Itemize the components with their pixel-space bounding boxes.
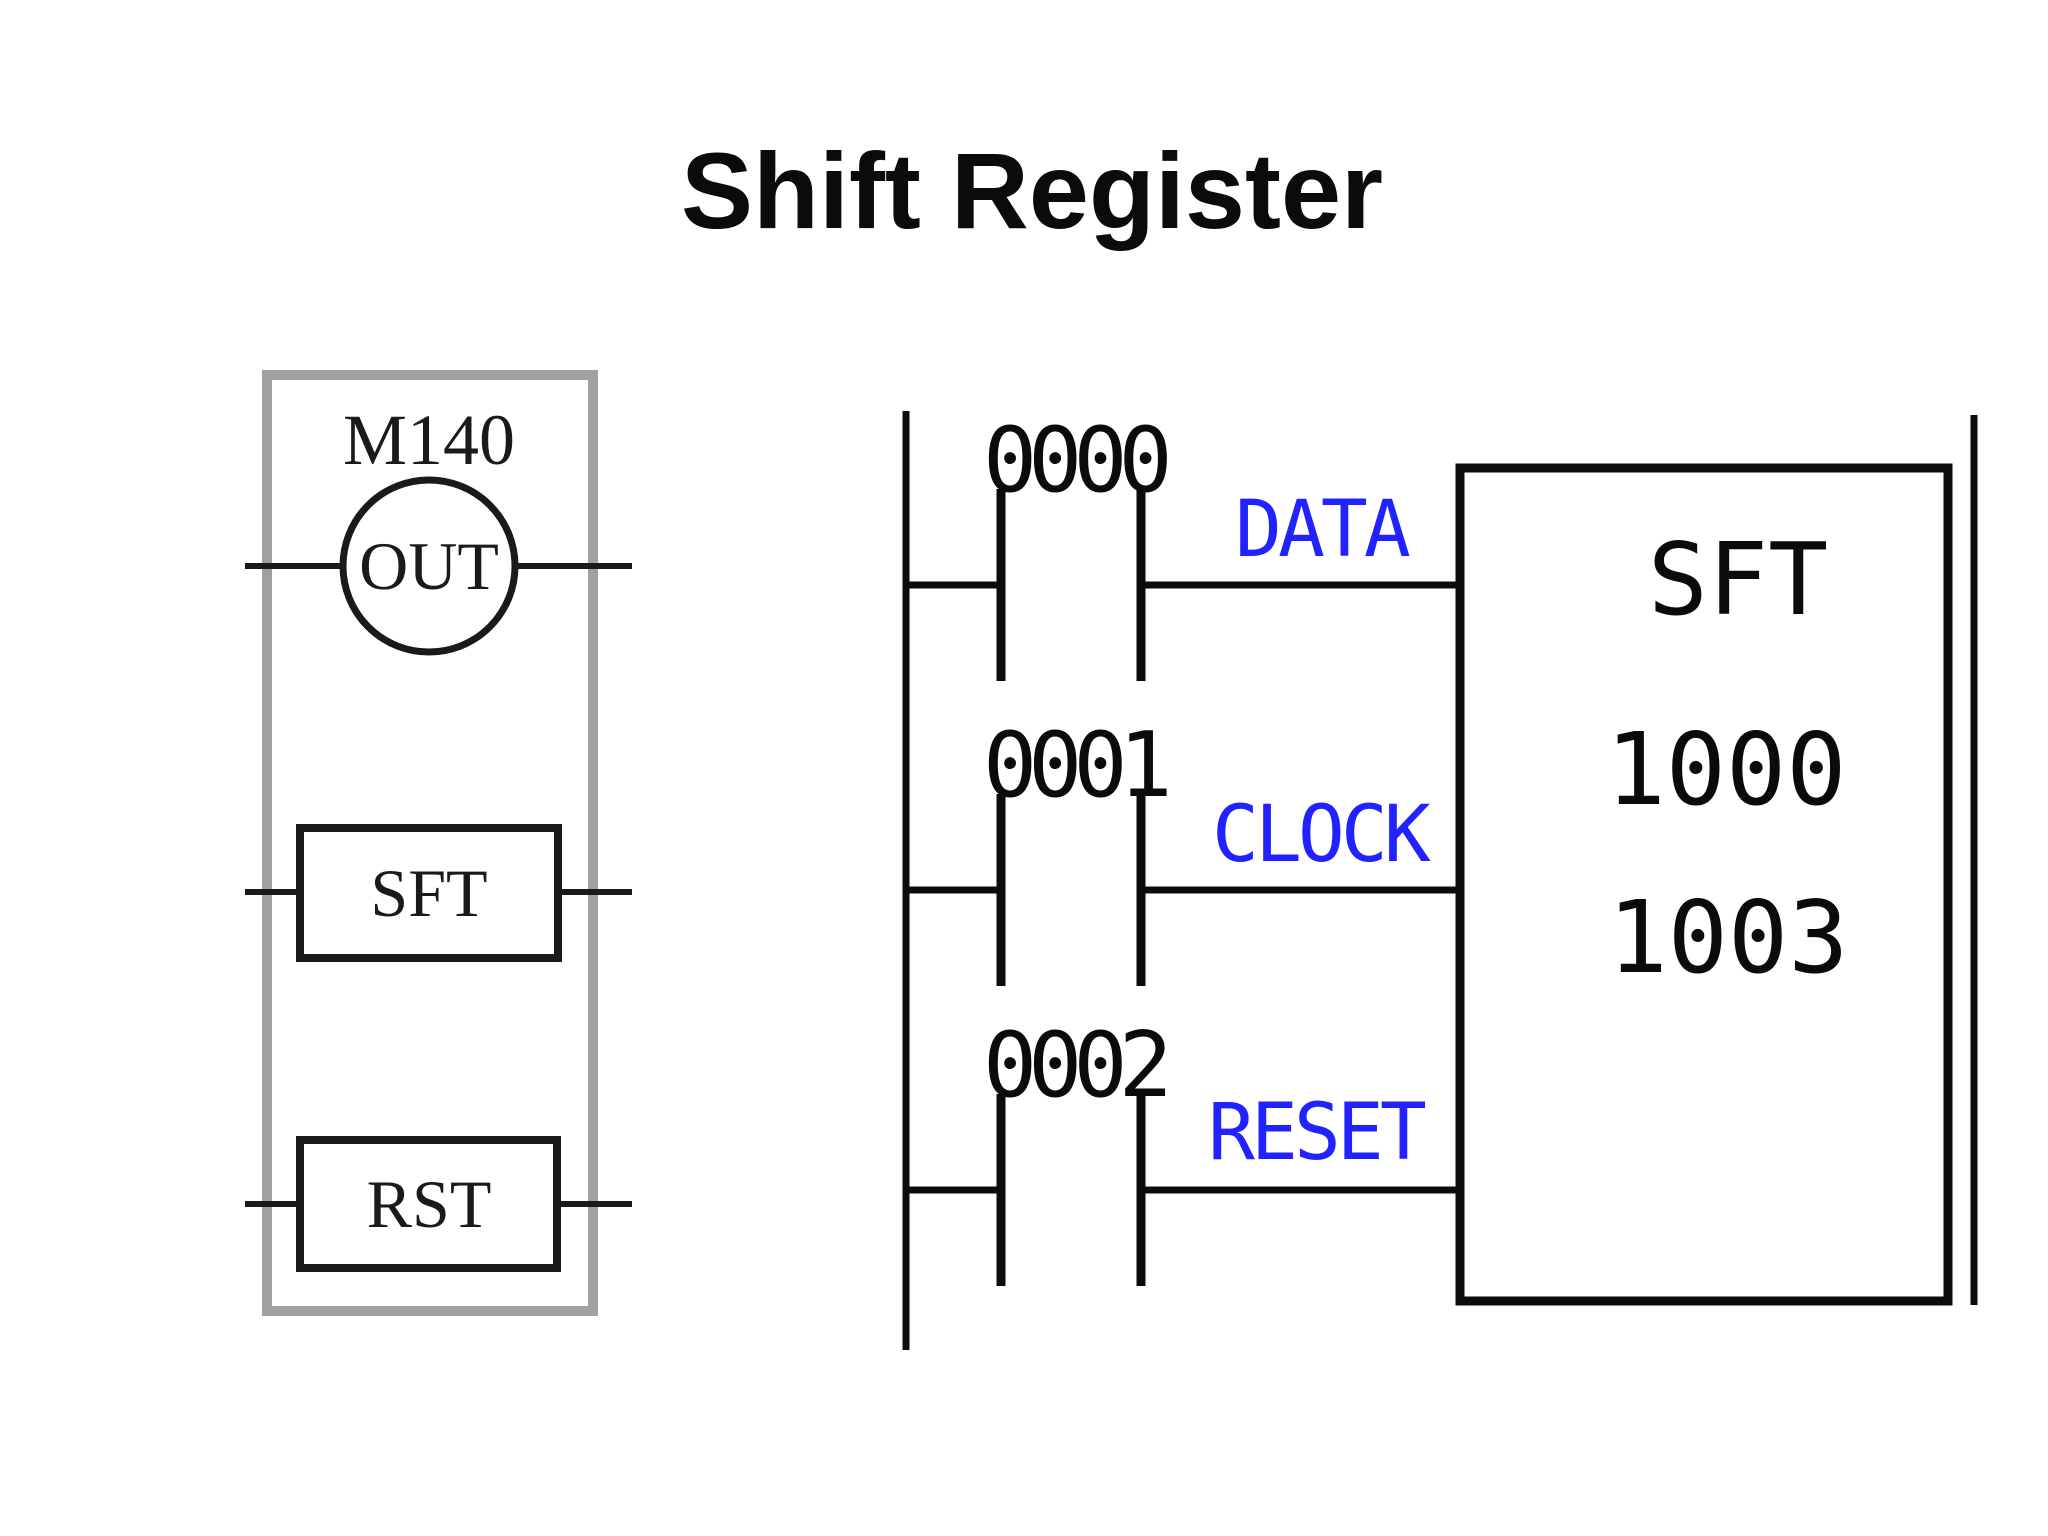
function-block-end-address: 1003 xyxy=(1608,879,1849,996)
rung-reset: 0002 RESET xyxy=(903,1013,1465,1286)
sft-instruction-box xyxy=(296,824,562,962)
function-block-name: SFT xyxy=(1648,521,1829,638)
ladder-diagram: 0000 DATA 0001 CLOCK 0002 RESET xyxy=(902,408,1978,1350)
input-function-label: DATA xyxy=(1235,485,1410,575)
contact-address: 0000 xyxy=(983,408,1168,513)
output-coil-circle xyxy=(339,476,519,656)
gray-frame xyxy=(262,370,598,1316)
function-block-start-address: 1000 xyxy=(1606,711,1847,828)
page-title: Shift Register xyxy=(681,130,1383,251)
sft-instruction-label: SFT xyxy=(370,855,487,931)
sft-function-block: SFT 1000 1003 xyxy=(1455,463,1953,1306)
input-function-label: RESET xyxy=(1208,1088,1426,1178)
rst-instruction-label: RST xyxy=(367,1166,492,1242)
rung-data: 0000 DATA xyxy=(903,408,1465,681)
contact-address: 0002 xyxy=(983,1013,1166,1118)
coil-address-label: M140 xyxy=(343,400,515,480)
function-block-box xyxy=(1455,463,1953,1306)
coil-out-label: OUT xyxy=(359,528,499,604)
instruction-symbol-group: M140 OUT SFT RST xyxy=(245,370,632,1316)
contact-address: 0001 xyxy=(983,713,1168,818)
rst-instruction-box xyxy=(296,1136,561,1272)
rung-clock: 0001 CLOCK xyxy=(903,713,1465,986)
input-function-label: CLOCK xyxy=(1212,790,1431,880)
